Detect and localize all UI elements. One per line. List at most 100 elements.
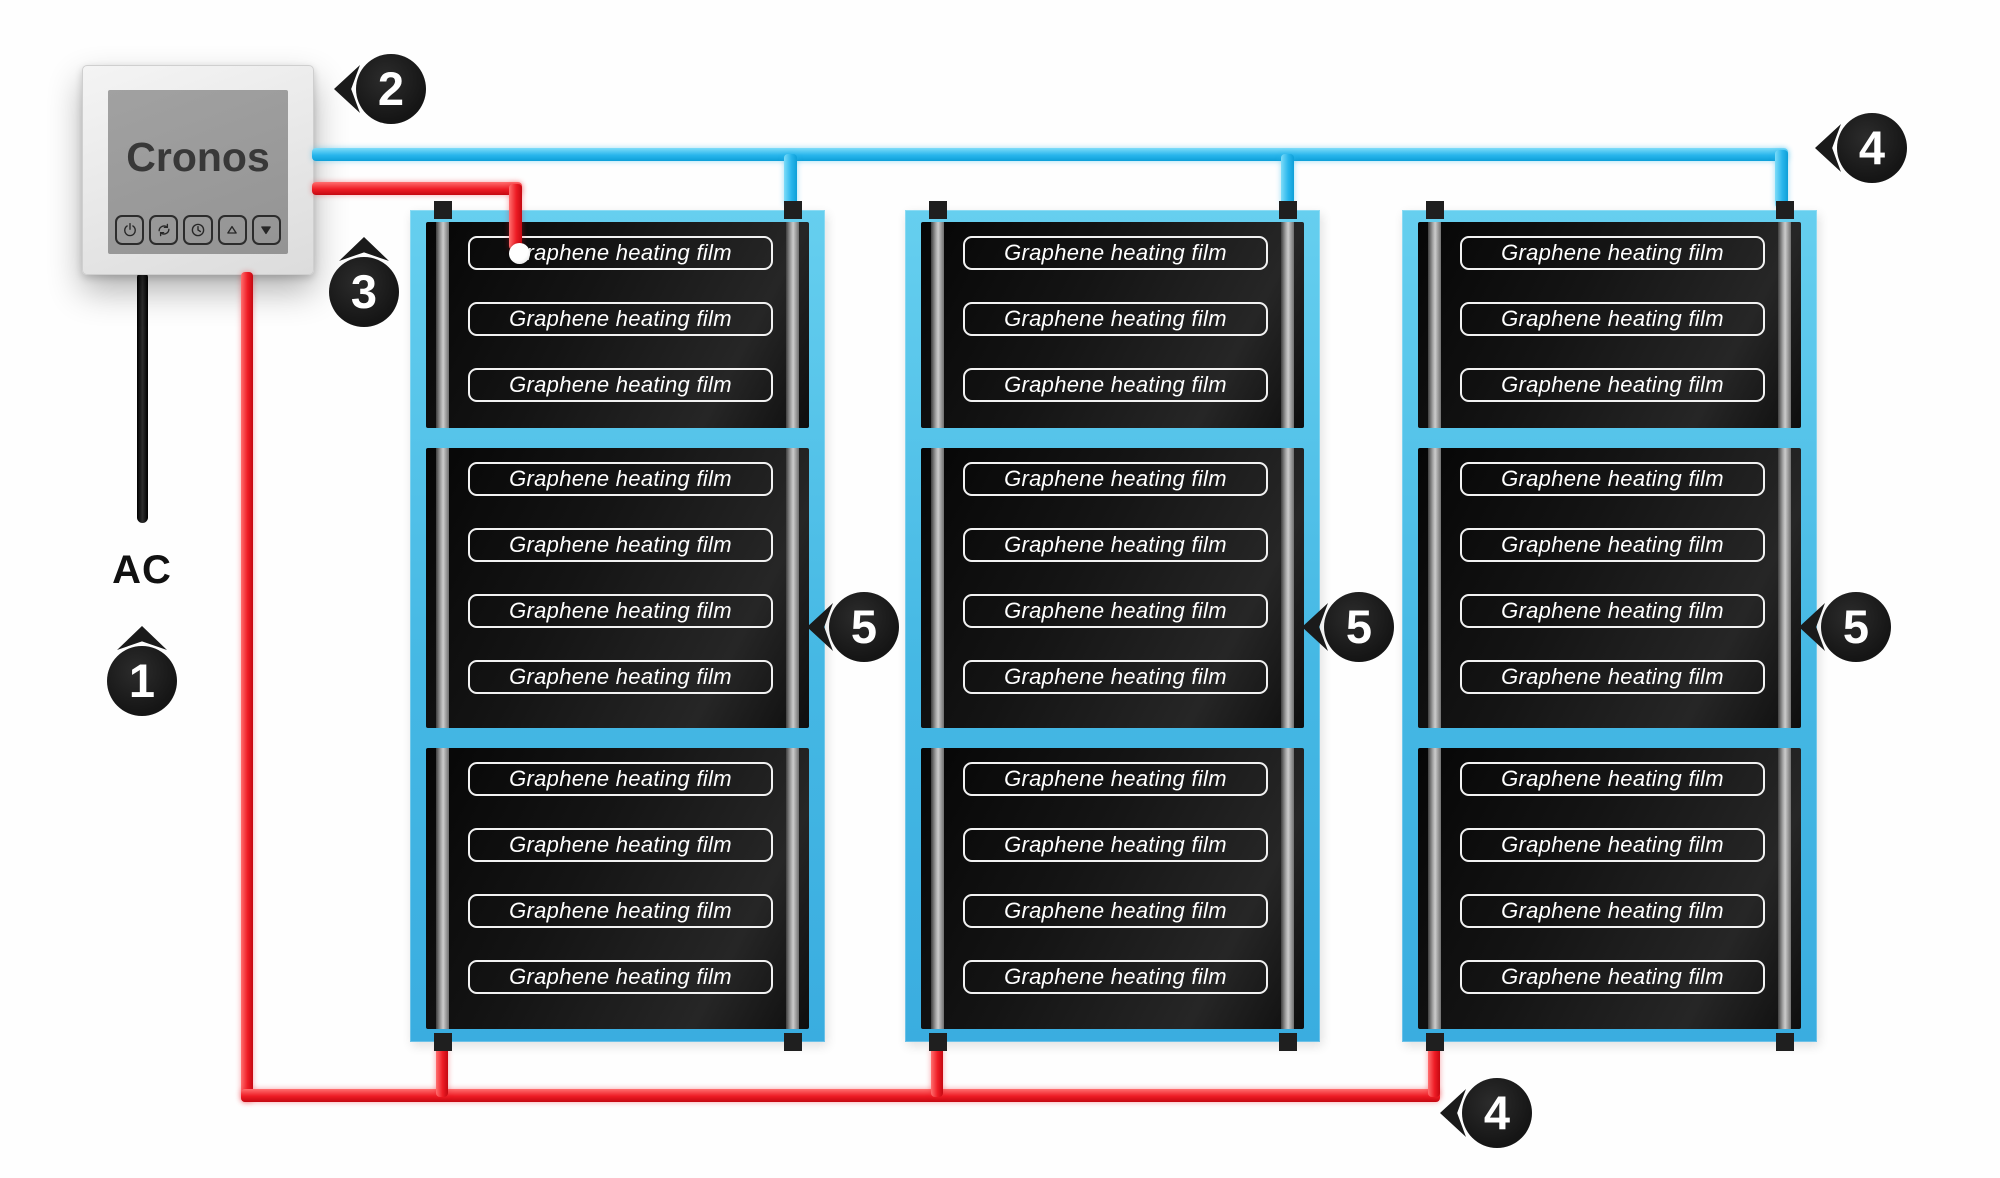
strip-label: Graphene heating film xyxy=(1501,465,1724,491)
ac-power-cord xyxy=(137,272,148,523)
wire-connector-tl xyxy=(434,201,452,219)
busbar-stripe-left xyxy=(931,447,944,729)
callout-3: 3 xyxy=(329,237,399,327)
busbar-stripe-left xyxy=(436,748,449,1029)
heating-film-strip: Graphene heating film xyxy=(963,302,1268,336)
strip-label: Graphene heating film xyxy=(1004,372,1227,397)
thermostat-brand: Cronos xyxy=(126,134,270,180)
wire-connector-br xyxy=(784,1033,802,1051)
callout-number: 3 xyxy=(350,264,378,318)
wire-terminal-dot xyxy=(509,243,530,264)
strip-label: Graphene heating film xyxy=(1501,306,1724,331)
wire-connector-br xyxy=(1776,1033,1794,1051)
strip-label: Graphene heating film xyxy=(509,898,732,924)
heating-film-strip: Graphene heating film xyxy=(1460,593,1765,628)
wire-connector-bl xyxy=(434,1033,452,1051)
strip-label: Graphene heating film xyxy=(1501,240,1724,265)
strip-label: Graphene heating film xyxy=(1004,663,1227,689)
strip-label: Graphene heating film xyxy=(1501,832,1724,858)
heating-film-strip: Graphene heating film xyxy=(468,659,773,694)
strip-label: Graphene heating film xyxy=(1501,372,1724,397)
callout-4: 4 xyxy=(1815,113,1907,183)
busbar-stripe-right xyxy=(1778,447,1791,729)
red-wire-riser-panel2 xyxy=(931,1047,943,1097)
heating-film-strip: Graphene heating film xyxy=(1460,828,1765,863)
wire-connector-tr xyxy=(1279,201,1297,219)
callout-arrow-up-icon xyxy=(117,626,167,650)
strip-label: Graphene heating film xyxy=(1501,531,1724,557)
callout-arrow-left-icon xyxy=(334,65,360,113)
power-icon[interactable] xyxy=(115,215,145,245)
sync-icon[interactable] xyxy=(149,215,179,245)
clock-icon[interactable] xyxy=(183,215,213,245)
arrow-down-icon[interactable] xyxy=(251,215,282,245)
strip-label: Graphene heating film xyxy=(509,465,732,491)
busbar-stripe-left xyxy=(931,222,944,428)
strip-label: Graphene heating film xyxy=(1004,465,1227,491)
strip-label: Graphene heating film xyxy=(509,306,732,331)
arrow-up-icon[interactable] xyxy=(217,215,247,245)
strip-label: Graphene heating film xyxy=(1501,766,1724,792)
callout-arrow-left-icon xyxy=(1815,124,1841,172)
heating-film-strip: Graphene heating film xyxy=(963,461,1268,496)
heating-film-strip: Graphene heating film xyxy=(468,236,773,270)
callout-number: 4 xyxy=(1858,120,1886,174)
blue-neutral-bus-wire xyxy=(312,148,1788,161)
red-live-wire-to-panel1 xyxy=(312,182,522,195)
heating-film-strip: Graphene heating film xyxy=(1460,302,1765,336)
thermostat-button-row xyxy=(115,215,282,245)
strip-label: Graphene heating film xyxy=(509,597,732,623)
strip-label: Graphene heating film xyxy=(509,832,732,858)
strip-label: Graphene heating film xyxy=(509,240,732,265)
heating-film-strip: Graphene heating film xyxy=(468,527,773,562)
strip-label: Graphene heating film xyxy=(509,766,732,792)
heating-film-strip: Graphene heating film xyxy=(963,960,1268,995)
busbar-stripe-right xyxy=(1281,748,1294,1029)
callout-5: 5 xyxy=(1302,592,1394,662)
callout-5: 5 xyxy=(1799,592,1891,662)
blue-wire-drop-panel1 xyxy=(784,154,797,206)
wire-connector-tr xyxy=(784,201,802,219)
heating-film-strip: Graphene heating film xyxy=(468,593,773,628)
heating-film-strip: Graphene heating film xyxy=(963,894,1268,929)
heating-film-strip: Graphene heating film xyxy=(1460,894,1765,929)
callout-5: 5 xyxy=(807,592,899,662)
busbar-stripe-left xyxy=(436,222,449,428)
heating-film-strip: Graphene heating film xyxy=(468,762,773,797)
strip-label: Graphene heating film xyxy=(1004,898,1227,924)
strip-label: Graphene heating film xyxy=(1501,964,1724,990)
heating-film-strip: Graphene heating film xyxy=(468,461,773,496)
thermostat: Cronos xyxy=(82,65,314,275)
wire-connector-tl xyxy=(929,201,947,219)
strip-label: Graphene heating film xyxy=(1004,597,1227,623)
wire-connector-tl xyxy=(1426,201,1444,219)
heating-film-strip: Graphene heating film xyxy=(1460,960,1765,995)
wire-connector-tr xyxy=(1776,201,1794,219)
heating-film-strip: Graphene heating film xyxy=(1460,461,1765,496)
strip-label: Graphene heating film xyxy=(1004,766,1227,792)
callout-arrow-up-icon xyxy=(339,237,389,261)
busbar-stripe-right xyxy=(1778,748,1791,1029)
blue-wire-drop-panel2 xyxy=(1281,154,1294,206)
callout-arrow-left-icon xyxy=(1440,1089,1466,1137)
heating-film-strip: Graphene heating film xyxy=(468,894,773,929)
busbar-stripe-right xyxy=(1281,447,1294,729)
callout-number: 1 xyxy=(128,653,156,707)
heating-film-strip: Graphene heating film xyxy=(1460,236,1765,270)
busbar-stripe-right xyxy=(786,447,799,729)
